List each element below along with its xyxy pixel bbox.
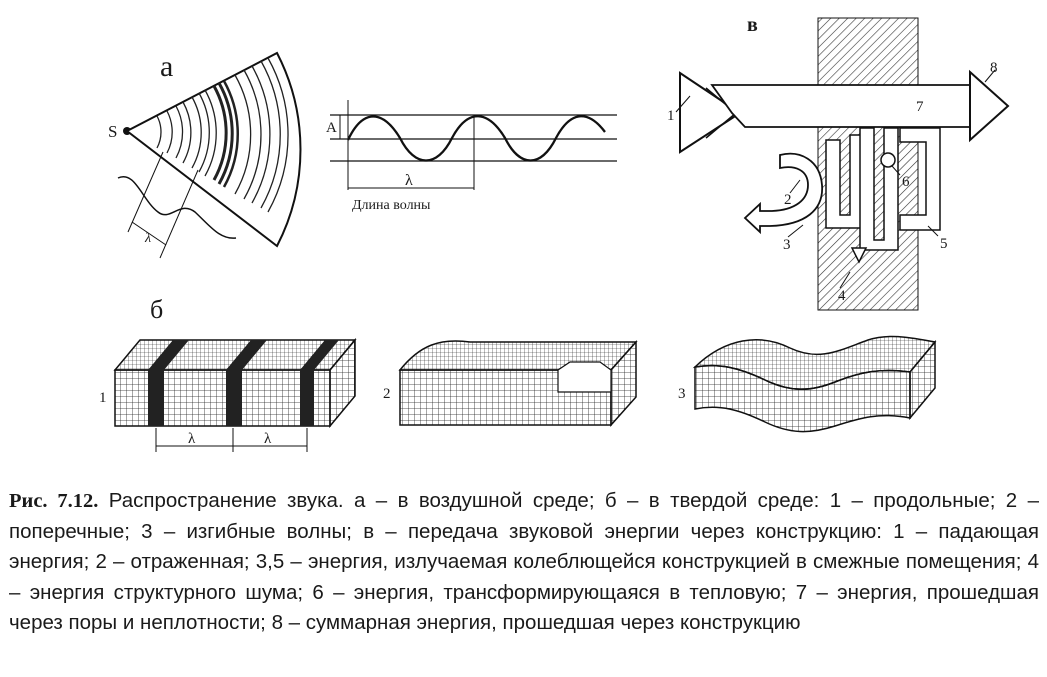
block-longitudinal: [113, 337, 357, 429]
sine-diagram: [330, 100, 617, 190]
heat-conversion-point: [880, 152, 896, 168]
v-number-7: 7: [916, 99, 924, 115]
wavelength-label: Длина волны: [352, 198, 431, 213]
v-number-3: 3: [783, 237, 791, 253]
reflected-energy: [743, 152, 823, 235]
block-transverse: [398, 340, 638, 427]
lambda-guide-right: [159, 169, 199, 259]
block2-label: 2: [383, 386, 391, 402]
panel-a-label: а: [160, 50, 173, 83]
block3-label: 3: [678, 386, 686, 402]
lambda-label-sine: λ: [405, 172, 413, 189]
v-number-8: 8: [990, 60, 998, 76]
callout-lines: [675, 69, 996, 289]
block-flexural: [692, 335, 937, 433]
v-number-2: 2: [784, 192, 792, 208]
v-number-6: 6: [902, 174, 910, 190]
wave-curve-a: [117, 175, 237, 239]
lambda-dimension-b: [155, 428, 308, 452]
transmitted-through-pores: [710, 84, 971, 128]
lambda-guide-left: [127, 151, 164, 233]
lambda-label-a: λ: [144, 231, 151, 246]
wavefront-arcs: [156, 57, 289, 213]
figure-caption: Рис. 7.12. Распространение звука. а – в …: [9, 486, 1039, 639]
wave-sector: [125, 51, 302, 248]
lambda-label-b2: λ: [264, 431, 272, 447]
source-label: S: [108, 122, 117, 141]
caption-lead: Рис. 7.12.: [9, 490, 99, 512]
lambda-label-b1: λ: [188, 431, 196, 447]
v-number-1: 1: [667, 108, 675, 124]
total-transmitted-arrow: [969, 69, 1010, 143]
panel-a: а S λ: [108, 50, 617, 259]
figure: а S λ: [99, 14, 1010, 452]
v-number-4: 4: [838, 288, 846, 304]
panel-b-label: б: [150, 295, 163, 324]
incident-energy-arrow: [679, 71, 742, 154]
panel-v-label: в: [747, 14, 758, 36]
panel-v: в 1 2 3 4 5 6 7 8: [667, 14, 1010, 311]
block1-label: 1: [99, 390, 107, 406]
structure-noise-channels: [825, 134, 865, 229]
lambda-arrow-a: [131, 221, 167, 246]
v-number-5: 5: [940, 236, 948, 252]
panel-b: б 1 λ λ 2: [99, 295, 937, 452]
caption-text: Распространение звука. а – в воздушной с…: [9, 489, 1039, 634]
amplitude-label: A: [326, 120, 337, 136]
